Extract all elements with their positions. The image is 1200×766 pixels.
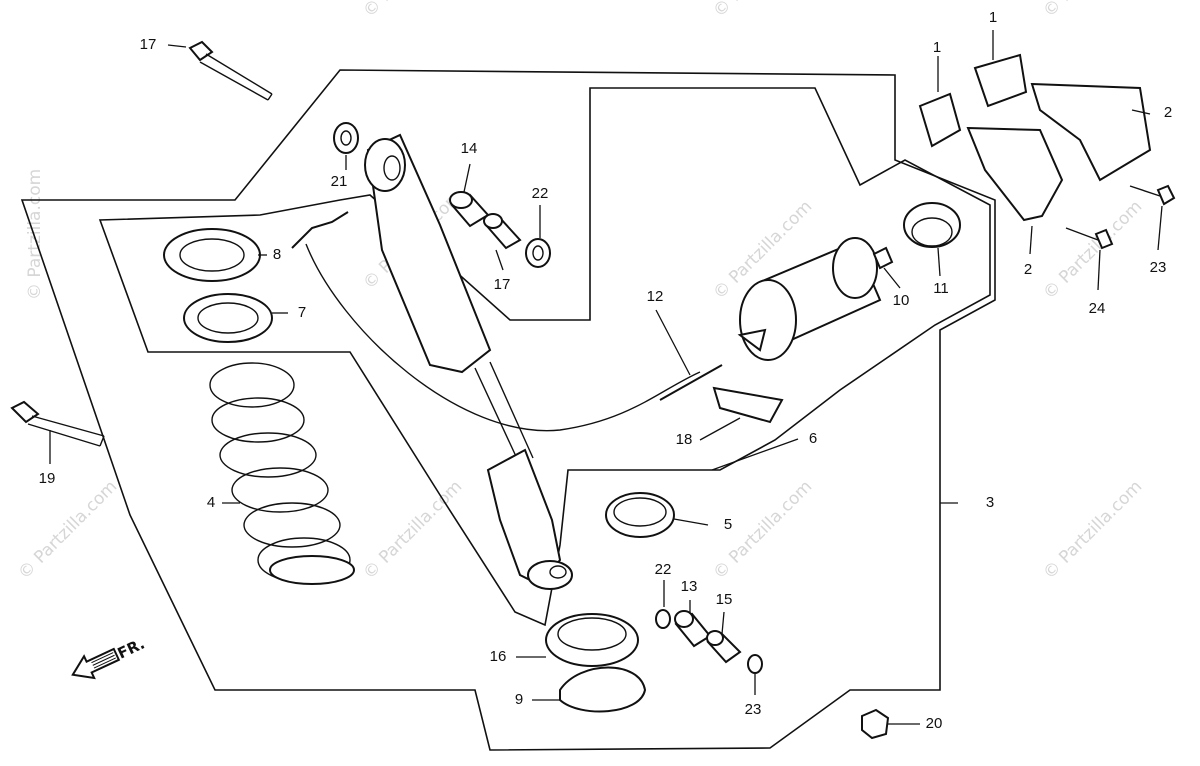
adjusting-nut-7 <box>183 293 273 343</box>
callout-label: 13 <box>681 578 698 595</box>
callout-label: 9 <box>515 691 523 708</box>
collar-22-left <box>333 122 359 154</box>
callout-label: 22 <box>655 561 672 578</box>
watermark-text: © Partzilla.com <box>1039 477 1146 584</box>
callout-label: 1 <box>989 9 997 26</box>
bushing-13 <box>674 610 712 648</box>
callout-label: 22 <box>532 185 549 202</box>
seal-23-upper <box>655 609 671 629</box>
assembly-outlines <box>20 69 996 751</box>
hose-12 <box>291 211 723 432</box>
rubber-1-large <box>973 53 1028 108</box>
watermark-text: © Partzilla.com <box>14 477 121 584</box>
callout-label: 11 <box>933 280 949 297</box>
callout-label: 8 <box>273 246 281 263</box>
watermark-text: © Partzilla.com <box>359 477 466 584</box>
band-2-upper <box>1030 82 1152 182</box>
watermark-layer: © Partzilla.com © Partzilla.com © Partzi… <box>14 0 1146 584</box>
callout-label: 23 <box>1150 259 1167 276</box>
spring-4 <box>209 362 355 585</box>
callout-label: 6 <box>809 430 817 447</box>
callout-label: 14 <box>461 140 478 157</box>
callout-label: 16 <box>490 648 507 665</box>
callout-label: 5 <box>724 516 732 533</box>
cap-11 <box>903 202 961 248</box>
watermark-text: © Partzilla.com <box>709 0 816 22</box>
seat-9 <box>559 666 647 713</box>
shock-assembly-outline <box>20 69 996 751</box>
watermark-text: © Partzilla.com <box>1039 197 1146 304</box>
callout-label: 18 <box>676 431 693 448</box>
bolt-24-lower <box>1065 227 1114 250</box>
leader-lines <box>49 30 1163 725</box>
callout-labels: 17 1 1 2 2 3 4 5 6 7 8 9 10 11 12 13 14 … <box>39 9 1173 732</box>
seal-23-lower <box>747 654 763 674</box>
callout-label: 17 <box>140 36 157 53</box>
callout-label: 3 <box>986 494 994 511</box>
collar-17 <box>483 213 522 250</box>
callout-label: 15 <box>716 591 733 608</box>
callout-label: 10 <box>893 292 910 309</box>
lock-nut-8 <box>163 228 261 282</box>
callout-label: 23 <box>745 701 762 718</box>
callout-label: 20 <box>926 715 943 732</box>
stopper-16 <box>545 613 639 667</box>
parts-drawings <box>10 40 1176 740</box>
callout-label: 4 <box>207 494 215 511</box>
watermark-text: © Partzilla.com <box>25 169 45 300</box>
bearing-15 <box>706 630 742 664</box>
callout-label: 21 <box>331 173 348 190</box>
valve-10 <box>872 246 894 270</box>
callout-label: 2 <box>1024 261 1032 278</box>
front-direction-indicator: FR. <box>71 635 148 680</box>
callout-label: 2 <box>1164 104 1172 121</box>
bolt-24-right <box>1129 184 1176 206</box>
band-2-lower <box>966 126 1064 222</box>
nut-21 <box>861 708 890 740</box>
clamp-5 <box>605 492 675 538</box>
callout-label: 24 <box>1089 300 1106 317</box>
shock-absorber <box>364 133 573 590</box>
callout-label: 7 <box>298 304 306 321</box>
watermark-text: © Partzilla.com <box>1039 0 1146 22</box>
rubber-1-small <box>918 92 962 148</box>
bolt-20 <box>10 400 105 447</box>
collar-22-right <box>525 238 551 268</box>
bushing-14 <box>449 191 490 228</box>
callout-label: 19 <box>39 470 56 487</box>
reservoir-6 <box>737 237 882 361</box>
bolt-19 <box>188 40 273 101</box>
callout-label: 12 <box>647 288 664 305</box>
rubber-18 <box>712 386 784 424</box>
watermark-text: © Partzilla.com <box>359 0 466 22</box>
callout-label: 17 <box>494 276 511 293</box>
front-label: FR. <box>115 635 148 663</box>
callout-label: 1 <box>933 39 941 56</box>
